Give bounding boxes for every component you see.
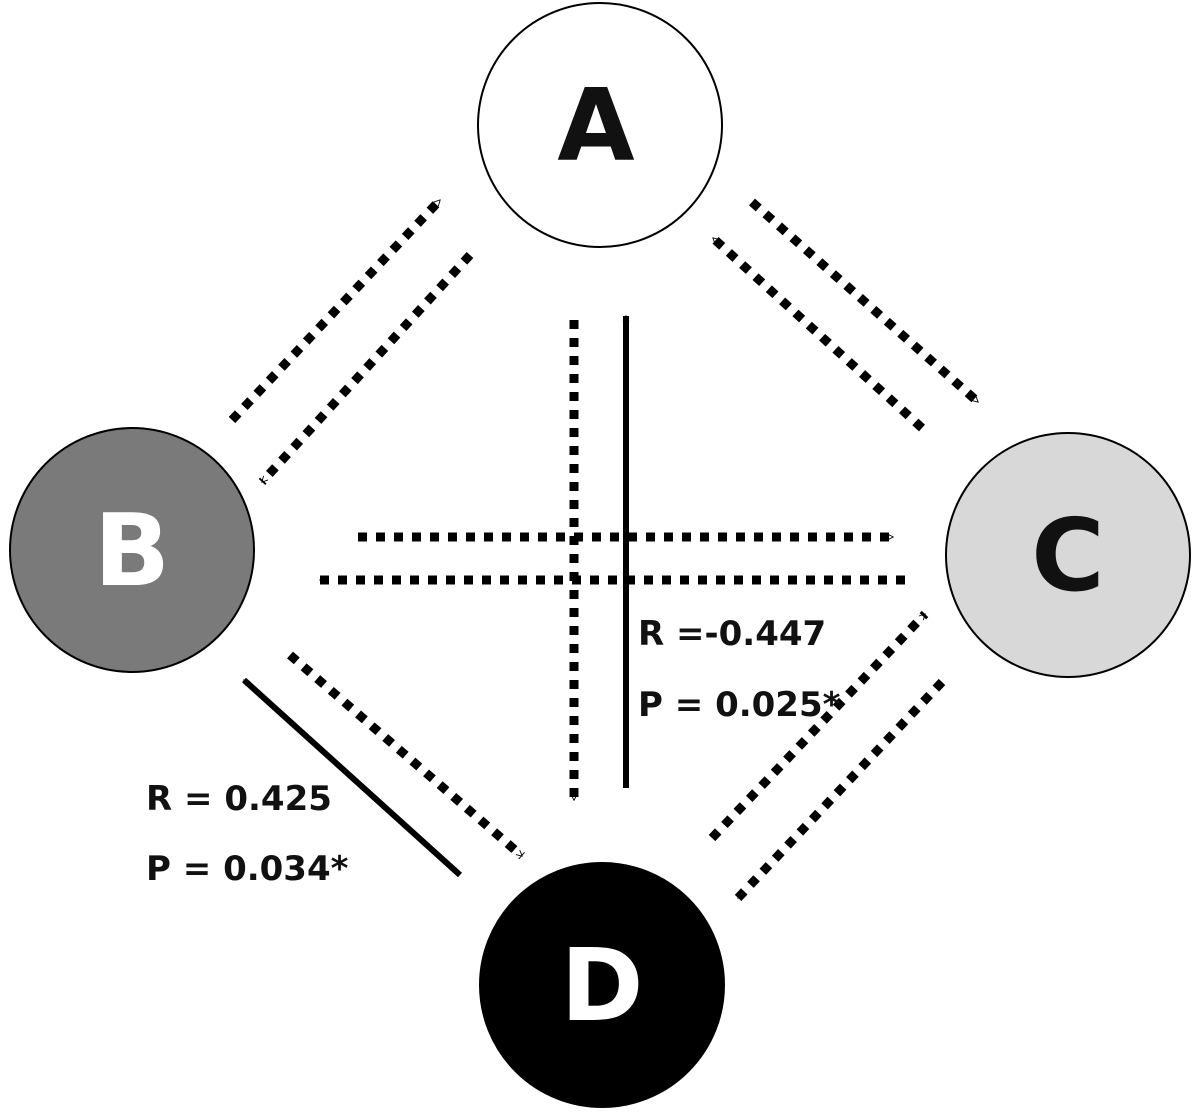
edge-d-to-c (708, 610, 929, 842)
edges (228, 196, 981, 902)
node-c: C (945, 432, 1191, 678)
node-d-circle (479, 862, 725, 1108)
node-d: D (479, 862, 725, 1108)
node-a: A (477, 2, 723, 248)
annotation-d-to-a: R =-0.447 P = 0.025* (638, 614, 841, 725)
annotation-d-to-b: R = 0.425 P = 0.034* (146, 779, 349, 889)
annotation-d-to-b-r: R = 0.425 (146, 779, 332, 819)
node-d-label: D (560, 927, 643, 1044)
edge-c-to-d (734, 678, 946, 902)
node-c-circle (945, 432, 1191, 678)
annotation-d-to-a-r: R =-0.447 (638, 614, 826, 654)
edge-d-to-b (241, 677, 463, 878)
node-a-label: A (557, 67, 634, 184)
edge-b-to-a (228, 196, 444, 424)
edge-b-to-d (287, 651, 525, 860)
annotation-d-to-b-p: P = 0.034* (146, 849, 349, 889)
node-b: B (9, 427, 255, 673)
edge-c-to-a (709, 234, 926, 432)
annotation-d-to-a-p: P = 0.025* (638, 685, 841, 725)
edge-a-to-c (749, 198, 981, 406)
edge-a-to-b (258, 251, 474, 486)
node-a-circle (477, 2, 723, 248)
node-c-label: C (1031, 497, 1104, 614)
node-b-circle (9, 427, 255, 673)
node-b-label: B (94, 492, 170, 609)
